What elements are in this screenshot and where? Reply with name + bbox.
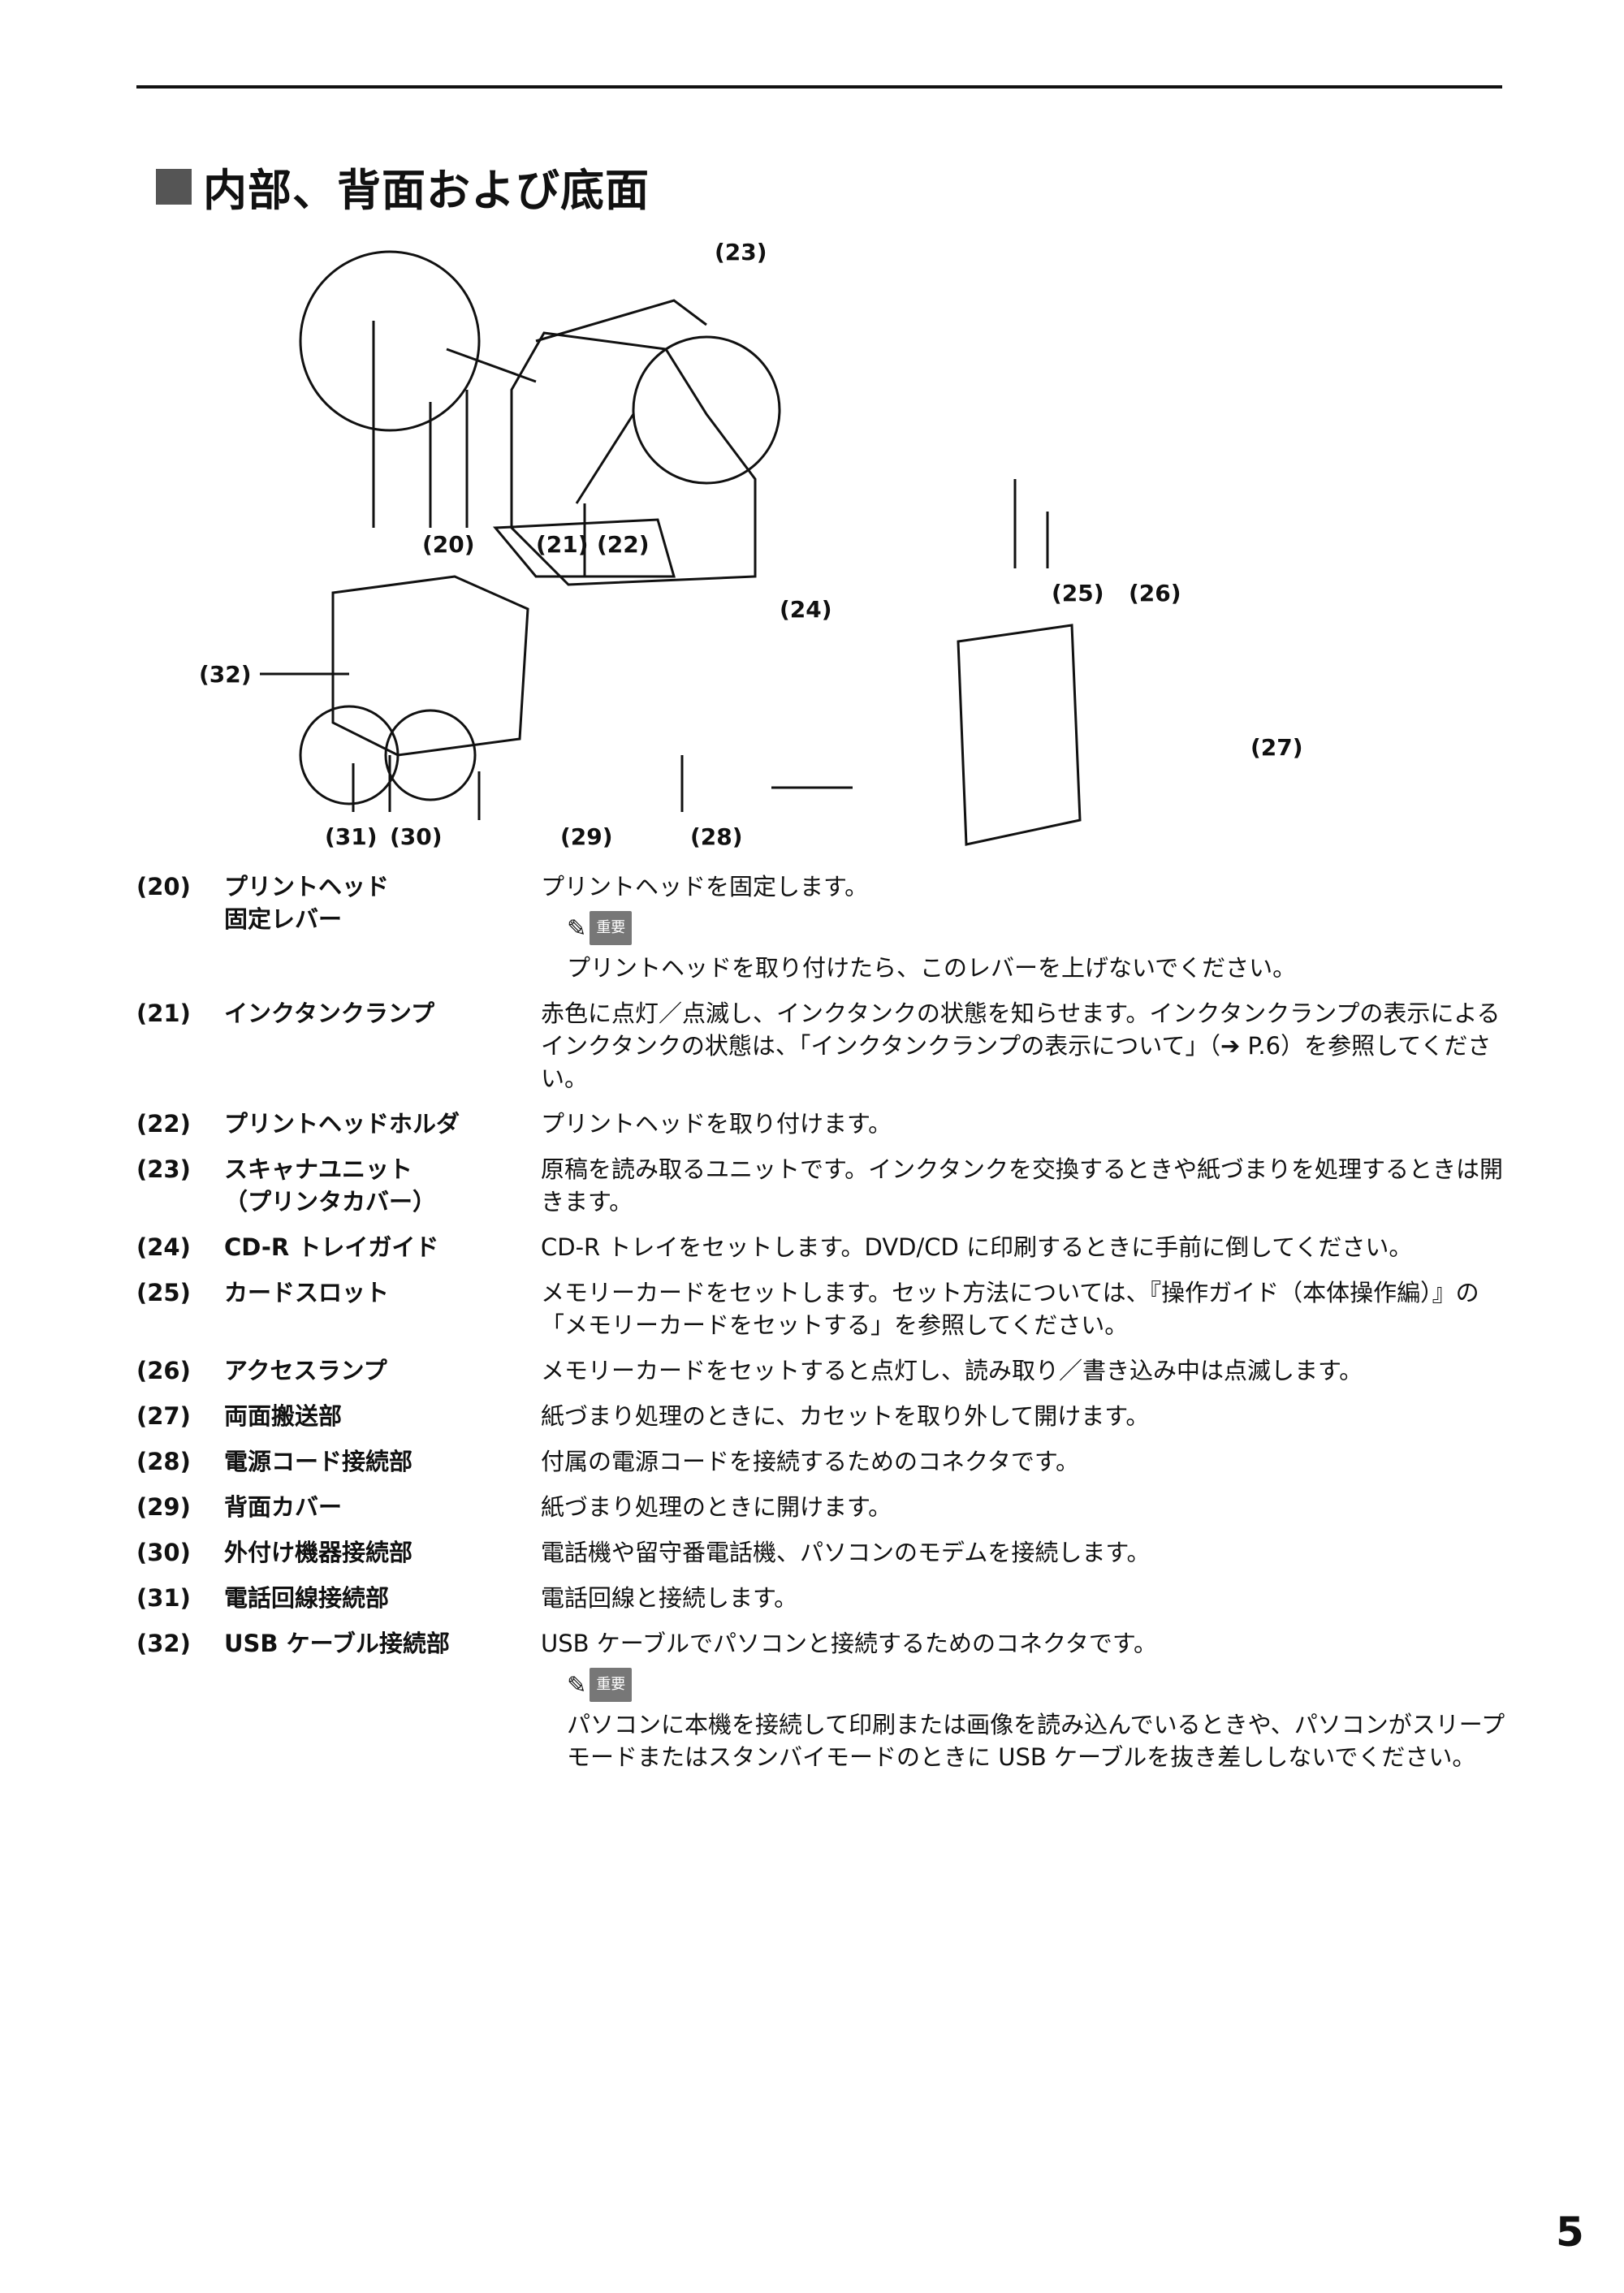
callout-28: (28) xyxy=(690,823,743,850)
item-name: 電源コード接続部 xyxy=(224,1448,413,1475)
callout-21: (21) xyxy=(536,531,589,558)
item-name: カードスロット xyxy=(224,1279,390,1306)
callout-25: (25) xyxy=(1052,580,1104,607)
printer-diagram: (23) (20) (21) (22) (24) (25) (26) (32) … xyxy=(187,235,1324,853)
item-number: (25) xyxy=(136,1279,191,1306)
callout-23: (23) xyxy=(715,239,767,266)
item-description: 紙づまり処理のときに開けます。 xyxy=(541,1493,892,1521)
item-name: スキャナユニット （プリンタカバー） xyxy=(224,1155,437,1216)
item-name: 両面搬送部 xyxy=(224,1402,343,1430)
list-item: (32) USB ケーブル接続部 USB ケーブルでパソコンと接続するためのコネ… xyxy=(136,1627,1517,1773)
callout-31: (31) xyxy=(325,823,378,850)
section-title: 内部、背面および底面 xyxy=(203,165,650,216)
list-item: (26) アクセスランプ メモリーカードをセットすると点灯し、読み取り／書き込み… xyxy=(136,1354,1517,1387)
item-description: プリントヘッドを取り付けます。 xyxy=(541,1110,892,1138)
item-description: 紙づまり処理のときに、カセットを取り外して開けます。 xyxy=(541,1402,1150,1430)
item-name: プリントヘッド 固定レバー xyxy=(224,873,390,933)
important-icon: ✎ 重要 xyxy=(567,1668,633,1702)
important-note-text: パソコンに本機を接続して印刷または画像を読み込んでいるときや、パソコンがスリープ… xyxy=(567,1711,1505,1771)
item-name: 外付け機器接続部 xyxy=(224,1539,413,1566)
item-description: 原稿を読み取るユニットです。インクタンクを交換するときや紙づまりを処理するときは… xyxy=(541,1155,1503,1216)
item-name: 背面カバー xyxy=(224,1493,343,1521)
item-description: CD-R トレイをセットします。DVD/CD に印刷するときに手前に倒してくださ… xyxy=(541,1233,1413,1261)
item-name: アクセスランプ xyxy=(224,1357,387,1384)
item-number: (32) xyxy=(136,1630,191,1657)
list-item: (30) 外付け機器接続部 電話機や留守番電話機、パソコンのモデムを接続します。 xyxy=(136,1536,1517,1569)
item-number: (23) xyxy=(136,1155,191,1183)
callout-29: (29) xyxy=(560,823,613,850)
page-number: 5 xyxy=(1556,2209,1584,2256)
important-badge: 重要 xyxy=(590,911,633,945)
important-badge: 重要 xyxy=(590,1668,633,1702)
item-description: 付属の電源コードを接続するためのコネクタです。 xyxy=(541,1448,1079,1475)
item-number: (30) xyxy=(136,1539,191,1566)
item-name: CD-R トレイガイド xyxy=(224,1233,439,1261)
item-description: 赤色に点灯／点滅し、インクタンクの状態を知らせます。インクタンクランプの表示によ… xyxy=(541,1000,1501,1092)
item-description: USB ケーブルでパソコンと接続するためのコネクタです。 xyxy=(541,1630,1157,1657)
item-number: (20) xyxy=(136,873,191,900)
list-item: (27) 両面搬送部 紙づまり処理のときに、カセットを取り外して開けます。 xyxy=(136,1400,1517,1432)
callout-26: (26) xyxy=(1129,580,1181,607)
list-item: (23) スキャナユニット （プリンタカバー） 原稿を読み取るユニットです。イン… xyxy=(136,1153,1517,1218)
important-icon: ✎ 重要 xyxy=(567,911,633,945)
callout-30: (30) xyxy=(390,823,443,850)
parts-description-list: (20) プリントヘッド 固定レバー プリントヘッドを固定します。 ✎ 重要 プ… xyxy=(136,870,1517,1786)
callout-24: (24) xyxy=(780,596,832,623)
item-description: メモリーカードをセットすると点灯し、読み取り／書き込み中は点滅します。 xyxy=(541,1357,1363,1384)
item-number: (28) xyxy=(136,1448,191,1475)
item-name: USB ケーブル接続部 xyxy=(224,1630,450,1657)
callout-20: (20) xyxy=(422,531,475,558)
callout-27: (27) xyxy=(1250,734,1303,761)
section-heading: 内部、背面および底面 xyxy=(156,154,650,218)
item-description: プリントヘッドを固定します。 xyxy=(541,873,869,900)
item-number: (26) xyxy=(136,1357,191,1384)
item-description: 電話機や留守番電話機、パソコンのモデムを接続します。 xyxy=(541,1539,1151,1566)
callout-22: (22) xyxy=(597,531,650,558)
item-name: インクタンクランプ xyxy=(224,1000,434,1027)
list-item: (20) プリントヘッド 固定レバー プリントヘッドを固定します。 ✎ 重要 プ… xyxy=(136,870,1517,984)
item-name: 電話回線接続部 xyxy=(224,1584,390,1612)
item-description: メモリーカードをセットします。セット方法については、『操作ガイド（本体操作編）』… xyxy=(541,1279,1479,1339)
item-description-block: USB ケーブルでパソコンと接続するためのコネクタです。 ✎ 重要 パソコンに本… xyxy=(541,1627,1507,1773)
list-item: (25) カードスロット メモリーカードをセットします。セット方法については、『… xyxy=(136,1276,1517,1341)
printer-front-drawing xyxy=(260,250,1082,846)
item-number: (24) xyxy=(136,1233,191,1261)
item-description: 電話回線と接続します。 xyxy=(541,1584,798,1612)
list-item: (29) 背面カバー 紙づまり処理のときに開けます。 xyxy=(136,1491,1517,1523)
item-number: (27) xyxy=(136,1402,191,1430)
important-note-text: プリントヘッドを取り付けたら、このレバーを上げないでください。 xyxy=(567,954,1297,982)
list-item: (24) CD-R トレイガイド CD-R トレイをセットします。DVD/CD … xyxy=(136,1231,1517,1263)
item-description-block: プリントヘッドを固定します。 ✎ 重要 プリントヘッドを取り付けたら、このレバー… xyxy=(541,870,1507,984)
item-name: プリントヘッドホルダ xyxy=(224,1110,460,1138)
important-note: ✎ 重要 xyxy=(567,911,1507,945)
list-item: (21) インクタンクランプ 赤色に点灯／点滅し、インクタンクの状態を知らせます… xyxy=(136,997,1517,1095)
square-bullet-icon xyxy=(156,168,192,205)
item-number: (22) xyxy=(136,1110,191,1138)
callout-32: (32) xyxy=(199,661,252,688)
list-item: (31) 電話回線接続部 電話回線と接続します。 xyxy=(136,1582,1517,1614)
important-note: ✎ 重要 xyxy=(567,1668,1507,1702)
item-number: (21) xyxy=(136,1000,191,1027)
item-number: (31) xyxy=(136,1584,191,1612)
printer-illustration: (23) (20) (21) (22) (24) (25) (26) (32) … xyxy=(199,239,1303,850)
item-number: (29) xyxy=(136,1493,191,1521)
list-item: (28) 電源コード接続部 付属の電源コードを接続するためのコネクタです。 xyxy=(136,1445,1517,1478)
list-item: (22) プリントヘッドホルダ プリントヘッドを取り付けます。 xyxy=(136,1108,1517,1140)
top-rule xyxy=(136,85,1502,89)
